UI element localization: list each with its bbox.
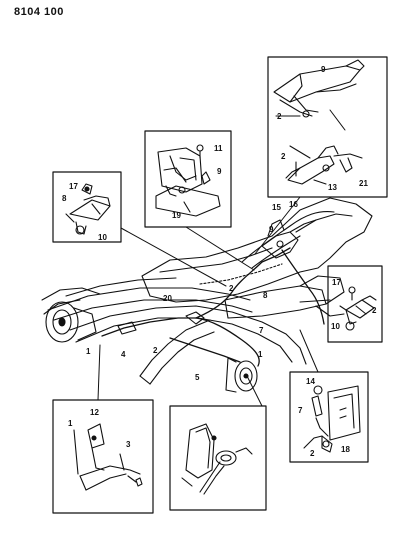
equalizer xyxy=(117,311,205,335)
brake-cables xyxy=(101,247,325,367)
callout-1: 1 xyxy=(86,347,91,356)
callout-14: 14 xyxy=(306,377,315,386)
callout-16: 16 xyxy=(289,200,298,209)
callout-2: 2 xyxy=(153,346,158,355)
clip-right-detail xyxy=(339,286,377,331)
callout-2: 2 xyxy=(277,112,282,121)
front-drum xyxy=(45,301,97,343)
callout-18: 18 xyxy=(341,445,350,454)
callout-9: 9 xyxy=(269,225,274,234)
rear-drum-detail xyxy=(181,423,253,495)
callouts: 9 2 2 21 13 11 9 19 17 8 10 15 16 9 2 8 … xyxy=(62,65,377,458)
callout-1: 1 xyxy=(258,350,263,359)
document-id: 8104 100 xyxy=(14,6,64,18)
callout-10: 10 xyxy=(331,322,340,331)
pedal-upper-detail xyxy=(273,59,365,185)
inset-clip-right xyxy=(327,265,383,343)
callout-8: 8 xyxy=(263,291,268,300)
callout-2: 2 xyxy=(372,306,377,315)
callout-8: 8 xyxy=(62,194,67,203)
callout-20: 20 xyxy=(163,294,172,303)
callout-11: 11 xyxy=(214,144,223,153)
callout-21: 21 xyxy=(359,179,368,188)
callout-19: 19 xyxy=(172,211,181,220)
clip-left-detail xyxy=(65,183,111,235)
callout-9: 9 xyxy=(217,167,222,176)
callout-13: 13 xyxy=(328,183,337,192)
callout-7: 7 xyxy=(298,406,303,415)
callout-9: 9 xyxy=(321,65,326,74)
inset-leaders xyxy=(97,109,346,407)
callout-2: 2 xyxy=(281,152,286,161)
front-cable-detail xyxy=(73,423,143,491)
callout-3: 3 xyxy=(126,440,131,449)
inset-equalizer xyxy=(289,371,369,463)
callout-7: 7 xyxy=(259,326,264,335)
inset-clip-left xyxy=(52,171,122,243)
callout-2: 2 xyxy=(229,284,234,293)
pedal-mount-detail xyxy=(155,144,221,217)
callout-2: 2 xyxy=(310,449,315,458)
pedal-assembly xyxy=(261,219,317,259)
callout-17: 17 xyxy=(332,278,341,287)
inset-pedal-upper xyxy=(267,56,388,198)
inset-pedal-mount xyxy=(144,130,232,228)
floor-pan xyxy=(41,197,373,385)
callout-17: 17 xyxy=(69,182,78,191)
rear-drum xyxy=(225,357,258,393)
callout-12: 12 xyxy=(90,408,99,417)
inset-front-cable xyxy=(52,399,154,514)
callout-1: 1 xyxy=(68,419,73,428)
callout-4: 4 xyxy=(121,350,126,359)
callout-15: 15 xyxy=(272,203,281,212)
equalizer-detail xyxy=(303,385,361,453)
callout-5: 5 xyxy=(195,373,200,382)
callout-10: 10 xyxy=(98,233,107,242)
inset-rear-drum xyxy=(169,405,267,511)
